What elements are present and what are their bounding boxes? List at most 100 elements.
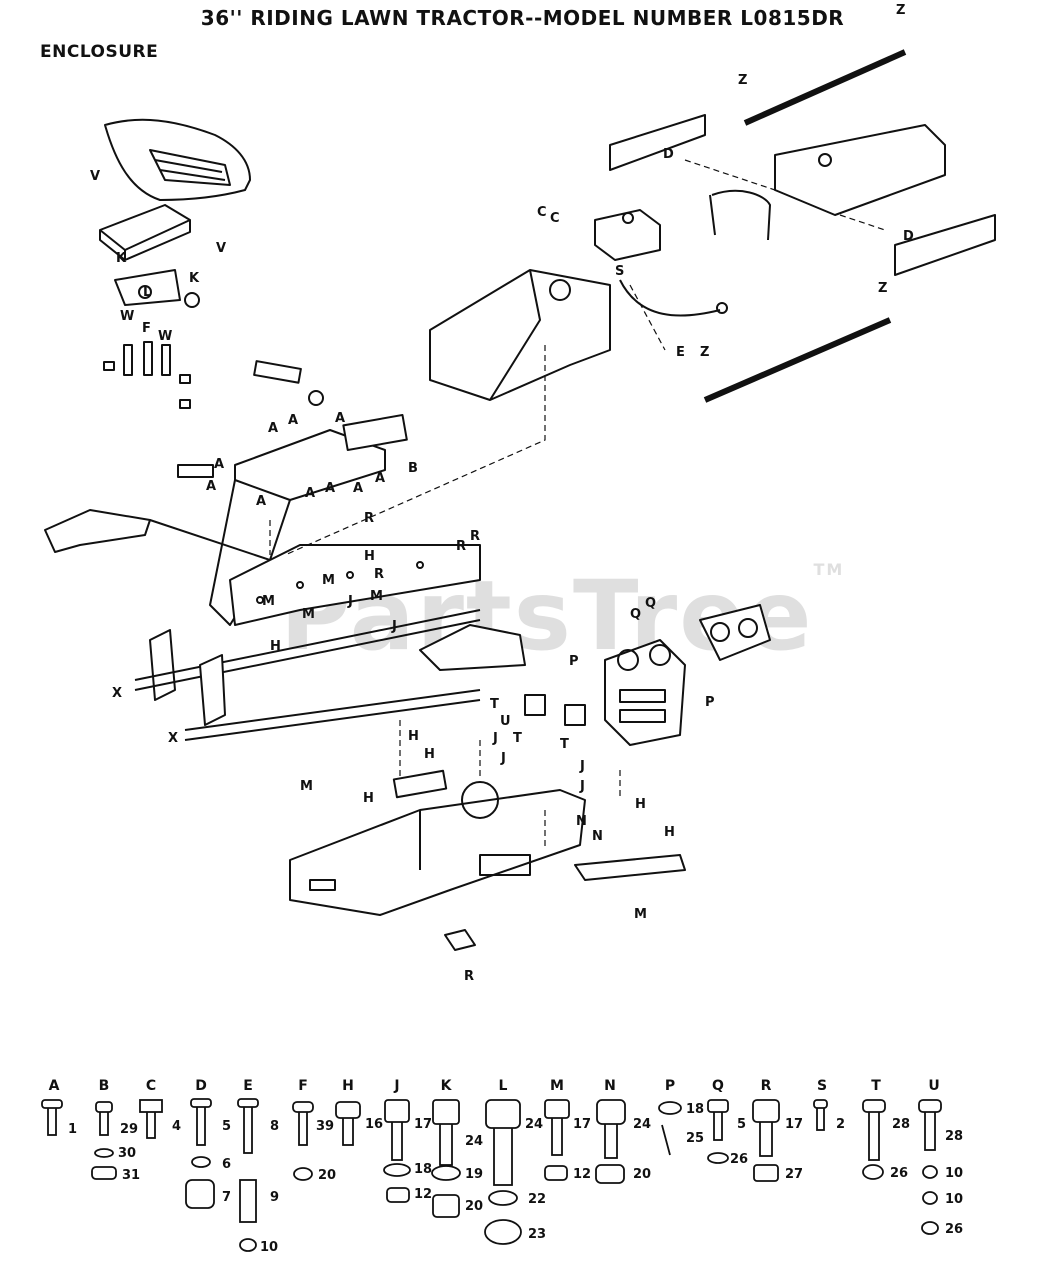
hw-letter-P: P <box>665 1078 675 1094</box>
svg-text:L: L <box>143 285 151 300</box>
svg-text:M: M <box>302 607 315 622</box>
hw-part: 22 <box>528 1192 546 1207</box>
svg-text:U: U <box>500 714 511 729</box>
spring-bracket-part <box>114 269 200 308</box>
seat-part <box>104 118 251 201</box>
svg-text:T: T <box>513 731 522 746</box>
svg-text:X: X <box>112 686 122 701</box>
svg-text:W: W <box>120 309 134 324</box>
right-fender-part <box>419 624 526 671</box>
hw-part: 18 <box>686 1102 704 1117</box>
hw-part: 24 <box>525 1117 543 1132</box>
fender-panel-part <box>177 360 408 626</box>
watermark-tm: TM <box>813 560 845 579</box>
hw-letter-M: M <box>550 1078 564 1094</box>
hw-letter-L: L <box>499 1078 508 1094</box>
svg-text:Z: Z <box>700 345 709 360</box>
hw-part: 31 <box>122 1168 140 1183</box>
hw-part: 16 <box>365 1117 383 1132</box>
svg-text:H: H <box>270 639 281 654</box>
hardware-legend-shapes <box>41 1098 942 1252</box>
center-frame-part <box>229 544 481 626</box>
hw-part: 10 <box>945 1192 963 1207</box>
hw-part: 5 <box>222 1119 231 1134</box>
svg-text:C: C <box>537 205 547 220</box>
page-title: 36'' RIDING LAWN TRACTOR--MODEL NUMBER L… <box>200 6 845 30</box>
hw-letter-T: T <box>871 1078 881 1094</box>
grille-part <box>524 604 771 746</box>
hw-part: 10 <box>945 1166 963 1181</box>
svg-text:R: R <box>456 539 466 554</box>
hw-part: 9 <box>270 1190 279 1205</box>
hw-letter-S: S <box>817 1078 827 1094</box>
dash-panel-part <box>429 269 611 401</box>
section-title: ENCLOSURE <box>40 42 159 62</box>
svg-text:M: M <box>322 573 335 588</box>
svg-text:D: D <box>903 229 914 244</box>
hw-letter-K: K <box>441 1078 453 1094</box>
hw-part: 19 <box>465 1167 483 1182</box>
svg-text:H: H <box>635 797 646 812</box>
svg-text:C: C <box>550 211 560 226</box>
frame-rails-part <box>134 609 481 741</box>
svg-text:M: M <box>370 589 383 604</box>
svg-text:J: J <box>391 619 397 634</box>
svg-text:R: R <box>464 969 474 984</box>
hw-part: 28 <box>892 1117 910 1132</box>
svg-text:R: R <box>374 567 384 582</box>
hw-part: 25 <box>686 1131 704 1146</box>
hw-part: 17 <box>785 1117 803 1132</box>
svg-text:A: A <box>206 479 216 494</box>
svg-text:X: X <box>168 731 178 746</box>
svg-text:J: J <box>500 751 506 766</box>
svg-text:W: W <box>158 329 172 344</box>
svg-text:R: R <box>364 511 374 526</box>
lower-chassis-part <box>289 769 686 951</box>
hw-letter-B: B <box>99 1078 110 1094</box>
seat-bracket-part <box>99 204 191 261</box>
hood-part <box>609 114 996 276</box>
hw-part: 23 <box>528 1227 546 1242</box>
hw-part: 6 <box>222 1157 231 1172</box>
hw-letter-A: A <box>49 1078 60 1094</box>
svg-text:A: A <box>335 411 345 426</box>
svg-text:H: H <box>363 791 374 806</box>
svg-text:A: A <box>288 413 298 428</box>
svg-text:V: V <box>90 169 100 184</box>
svg-text:E: E <box>676 345 685 360</box>
fuel-tank-part <box>594 209 728 317</box>
svg-text:J: J <box>579 759 585 774</box>
svg-text:P: P <box>569 654 579 669</box>
hw-part: 10 <box>260 1240 278 1255</box>
hw-part: 7 <box>222 1190 231 1205</box>
svg-text:P: P <box>705 695 715 710</box>
hw-letter-N: N <box>604 1078 616 1094</box>
svg-text:M: M <box>262 594 275 609</box>
hw-letter-C: C <box>146 1078 156 1094</box>
hw-part: 4 <box>172 1119 181 1134</box>
svg-text:A: A <box>268 421 278 436</box>
svg-text:B: B <box>408 461 418 476</box>
hw-part: 17 <box>414 1117 432 1132</box>
hw-part: 24 <box>465 1134 483 1149</box>
svg-text:H: H <box>664 825 675 840</box>
svg-text:A: A <box>256 494 266 509</box>
svg-text:S: S <box>615 264 624 279</box>
hw-letter-J: J <box>393 1078 399 1094</box>
hw-part: 1 <box>68 1122 77 1137</box>
svg-text:A: A <box>375 471 385 486</box>
hw-part: 24 <box>633 1117 651 1132</box>
hw-part: 26 <box>945 1222 963 1237</box>
svg-text:Z: Z <box>878 281 887 296</box>
svg-text:A: A <box>214 457 224 472</box>
hw-part: 18 <box>414 1162 432 1177</box>
svg-text:V: V <box>216 241 226 256</box>
hw-letter-F: F <box>298 1078 308 1094</box>
connector-lines <box>269 159 886 850</box>
svg-text:F: F <box>142 321 151 336</box>
svg-text:Z: Z <box>896 3 905 18</box>
svg-text:N: N <box>592 829 603 844</box>
callout-labels: A A A A A A A A A A B C C D D E F H H H … <box>90 3 914 984</box>
svg-text:M: M <box>634 907 647 922</box>
